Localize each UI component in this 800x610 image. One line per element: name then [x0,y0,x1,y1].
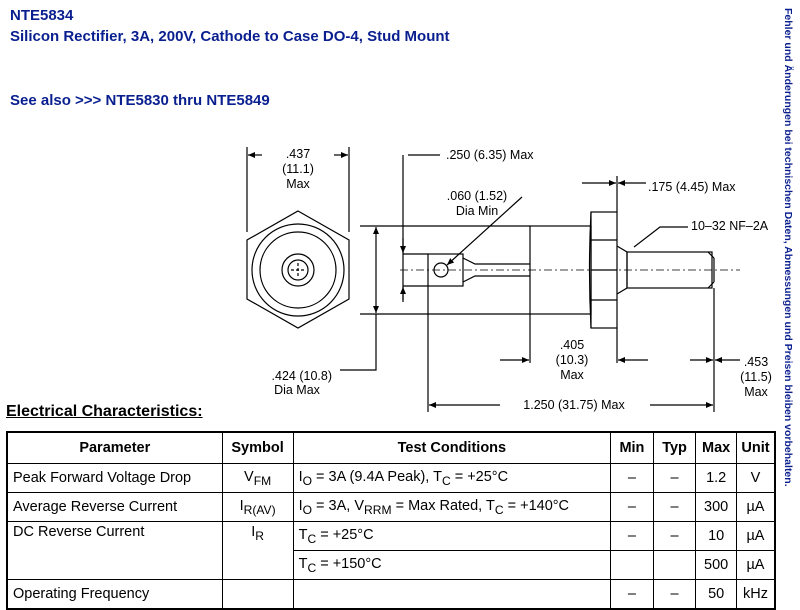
unit-cell: µA [735,492,776,522]
typ-cell: – [652,463,697,493]
col-max: Max [695,431,737,464]
dim-hex-width-max: Max [286,177,310,191]
symbol-cell: IR(AV) [221,492,294,522]
dim-dia-max: .424 (10.8) [272,369,332,383]
min-cell: – [610,579,654,610]
dim-hole-dia: .060 (1.52) [447,189,507,203]
max-cell: 50 [695,579,737,610]
condition-cell: TC = +150°C [292,550,612,580]
see-also-link[interactable]: See also >>> NTE5830 thru NTE5849 [10,92,270,109]
typ-cell: – [652,521,697,551]
hex-outline [246,210,350,329]
typ-cell: – [652,579,697,610]
table-row: Average Reverse Current IR(AV) IO = 3A, … [6,492,776,522]
electrical-table: Parameter Symbol Test Conditions Min Typ… [6,431,776,610]
electrical-heading: Electrical Characteristics: [6,403,203,420]
param-cell: Peak Forward Voltage Drop [6,463,223,493]
dim-thread-length: .175 (4.45) Max [648,180,736,194]
symbol-cell: IR [221,521,294,580]
col-symbol: Symbol [221,431,294,464]
table-row: DC Reverse Current IR TC = +25°C – – 10 … [6,521,776,580]
dim-body-length-mm: (10.3) [556,353,589,367]
symbol-cell: VFM [221,463,294,493]
param-cell: Operating Frequency [6,579,223,610]
col-unit: Unit [735,431,776,464]
typ-cell [652,550,697,580]
dim-stud-length-mm: (11.5) [740,370,772,384]
condition-cell: TC = +25°C [292,521,612,551]
col-typ: Typ [652,431,697,464]
condition-cell: IO = 3A, VRRM = Max Rated, TC = +140°C [292,492,612,522]
package-outline-drawing: .437 (11.1) Max .424 (10.8) Dia Max .250… [246,147,772,412]
dim-tab-width: .250 (6.35) Max [446,148,534,162]
unit-cell: kHz [735,579,776,610]
col-parameter: Parameter [6,431,223,464]
condition-cell [292,579,612,610]
min-cell [610,550,654,580]
unit-cell: µA [735,521,776,551]
col-test-conditions: Test Conditions [292,431,612,464]
max-cell: 300 [695,492,737,522]
min-cell: – [610,521,654,551]
max-cell: 500 [695,550,737,580]
unit-cell: V [735,463,776,493]
min-cell: – [610,463,654,493]
dim-overall-length: 1.250 (31.75) Max [523,398,625,412]
min-cell: – [610,492,654,522]
max-cell: 10 [695,521,737,551]
typ-cell: – [652,492,697,522]
dim-hole-dia-label: Dia Min [456,204,498,218]
dim-body-length-in: .405 [560,338,584,352]
param-cell: Average Reverse Current [6,492,223,522]
table-header-row: Parameter Symbol Test Conditions Min Typ… [6,431,776,464]
dim-body-length-max: Max [560,368,584,382]
dim-hex-width-in: .437 [286,147,310,161]
part-number: NTE5834 [10,7,74,24]
param-cell: DC Reverse Current [6,521,223,580]
max-cell: 1.2 [695,463,737,493]
symbol-cell [221,579,294,610]
dim-dia-max-label: Dia Max [274,383,321,397]
part-description: Silicon Rectifier, 3A, 200V, Cathode to … [10,28,450,45]
table-row: Operating Frequency – – 50 kHz [6,579,776,610]
dim-hex-width-mm: (11.1) [282,162,314,176]
dim-stud-length-in: .453 [744,355,768,369]
condition-cell: IO = 3A (9.4A Peak), TC = +25°C [292,463,612,493]
table-row: Peak Forward Voltage Drop VFM IO = 3A (9… [6,463,776,493]
dim-stud-length-max: Max [744,385,768,399]
unit-cell: µA [735,550,776,580]
col-min: Min [610,431,654,464]
table-row: TC = +150°C 500 µA [7,550,776,580]
thread-spec: 10–32 NF–2A [691,219,769,233]
